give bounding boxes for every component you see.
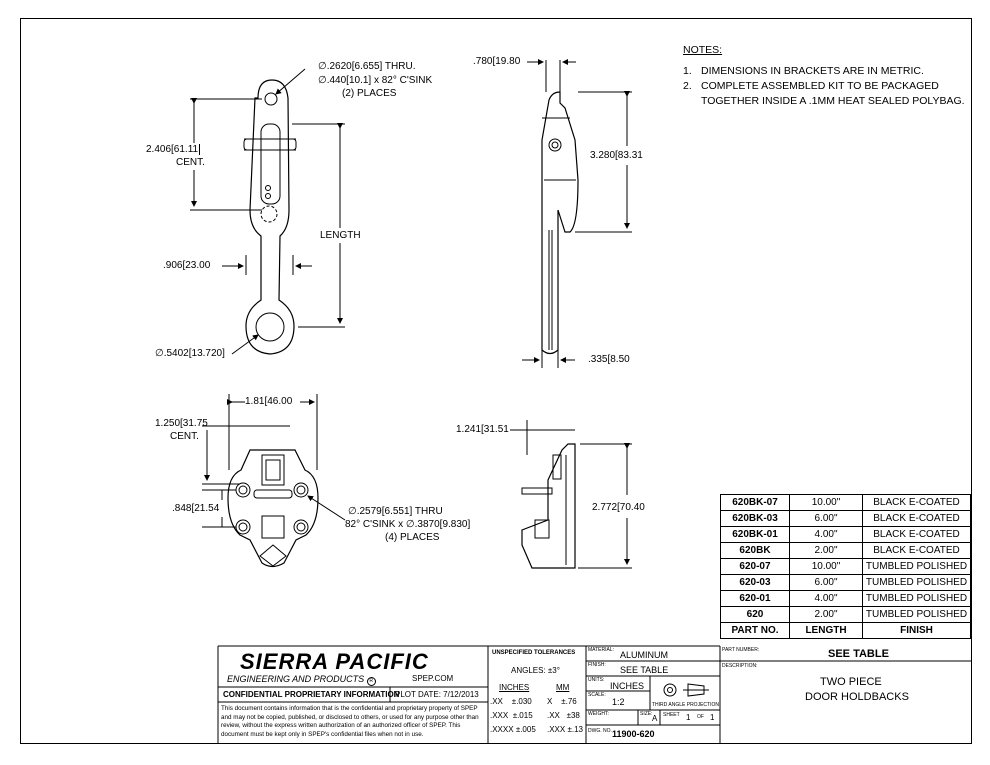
inches-header: INCHES [499, 683, 530, 692]
hole-dimension: ∅.2620[6.655] THRU. [318, 61, 416, 72]
mm-header: MM [556, 683, 570, 692]
catch-depth-dimension: 1.241[31.51 [456, 424, 509, 435]
tolerance-row: .XX ±38 [547, 711, 580, 720]
scale-value: 1:2 [612, 697, 625, 707]
tolerance-row: .XXXX ±.005 [490, 725, 536, 734]
center-label: CENT. [176, 157, 205, 168]
catch-center-dimension: 1.250[31.75 [155, 418, 208, 429]
scale-label: SCALE: [588, 692, 606, 698]
finish-label: FINISH: [588, 662, 606, 668]
holdback-arm-side-view [522, 59, 632, 368]
tolerance-row: .XX ±.030 [490, 697, 532, 706]
holdback-arm-front-view [190, 68, 345, 355]
catch-places-note: (4) PLACES [385, 532, 440, 543]
description-line-2: DOOR HOLDBACKS [805, 691, 909, 703]
catch-center-label: CENT. [170, 431, 199, 442]
sheet-of-value: 1 [710, 713, 715, 722]
confidential-notice: This document contains information that … [221, 705, 479, 738]
height-dimension: 3.280[83.31 [590, 150, 643, 161]
note-item: TOGETHER INSIDE A .1MM HEAT SEALED POLYB… [701, 95, 965, 107]
tolerance-row: .XXX ±.015 [490, 711, 533, 720]
catch-hole-dimension: ∅.2579[6.551] THRU [348, 506, 443, 517]
tolerances-title: UNSPECIFIED TOLERANCES [492, 650, 576, 656]
weight-label: WEIGHT: [588, 711, 609, 717]
company-website: SPEP.COM [412, 674, 454, 683]
company-name: SIERRA PACIFIC [240, 649, 429, 674]
drawing-number: 11900-620 [612, 729, 655, 739]
catch-height-dimension: 2.772[70.40 [592, 502, 645, 513]
places-note: (2) PLACES [342, 88, 397, 99]
description-line-1: TWO PIECE [820, 676, 882, 688]
eye-hole-dimension: ∅.5402[13.720] [155, 348, 225, 359]
notes-block: NOTES: 1.DIMENSIONS IN BRACKETS ARE IN M… [683, 43, 965, 109]
material-value: ALUMINUM [620, 650, 669, 660]
part-number-label: PART NUMBER: [722, 647, 760, 653]
note-item: 1.DIMENSIONS IN BRACKETS ARE IN METRIC. [683, 65, 924, 77]
units-value: INCHES [610, 681, 645, 691]
of-label: OF [697, 714, 704, 720]
angle-tolerance: ANGLES: ±3° [511, 666, 560, 675]
units-label: UNITS: [588, 677, 605, 683]
finish-value: SEE TABLE [620, 665, 669, 675]
catch-side-view [510, 420, 632, 569]
registered-mark: R [366, 677, 376, 686]
size-label: SIZE: [640, 711, 653, 717]
tolerance-row: .XXX ±.13 [547, 725, 583, 734]
sheet-value: 1 [686, 713, 691, 722]
drawing-sheet-border [20, 18, 972, 744]
note-item: 2.COMPLETE ASSEMBLED KIT TO BE PACKAGED [683, 80, 939, 92]
length-label: LENGTH [320, 230, 361, 241]
catch-front-view [202, 394, 346, 568]
tolerance-row: X ±.76 [547, 697, 577, 706]
bar-width-dimension: .335[8.50 [588, 354, 630, 365]
width-dimension: .906[23.00 [163, 260, 211, 271]
catch-width-dimension: 1.81[46.00 [245, 396, 293, 407]
description-label: DESCRIPTION: [722, 663, 758, 669]
center-dimension: 2.406[61.11 [146, 144, 201, 155]
sheet-label: SHEET [663, 712, 680, 718]
thickness-dimension: .780[19.80 [473, 56, 521, 67]
notes-heading: NOTES: [683, 44, 723, 56]
drawing-number-label: DWG. NO. [588, 728, 612, 734]
part-number-value: SEE TABLE [828, 648, 889, 660]
company-subtitle: ENGINEERING AND PRODUCTS R [227, 675, 376, 686]
plot-date: PLOT DATE: 7/12/2013 [395, 690, 479, 699]
size-value: A [652, 714, 658, 723]
countersink-dimension: ∅.440[10.1] x 82° C'SINK [318, 75, 433, 86]
confidential-title: CONFIDENTIAL PROPRIETARY INFORMATION [223, 690, 400, 699]
catch-countersink-dimension: 82° C'SINK x ∅.3870[9.830] [345, 519, 471, 530]
material-label: MATERIAL: [588, 647, 615, 653]
projection-label: THIRD ANGLE PROJECTION [652, 702, 719, 708]
title-block-grid [217, 645, 972, 744]
hole-spacing-dimension: .848[21.54 [172, 503, 220, 514]
